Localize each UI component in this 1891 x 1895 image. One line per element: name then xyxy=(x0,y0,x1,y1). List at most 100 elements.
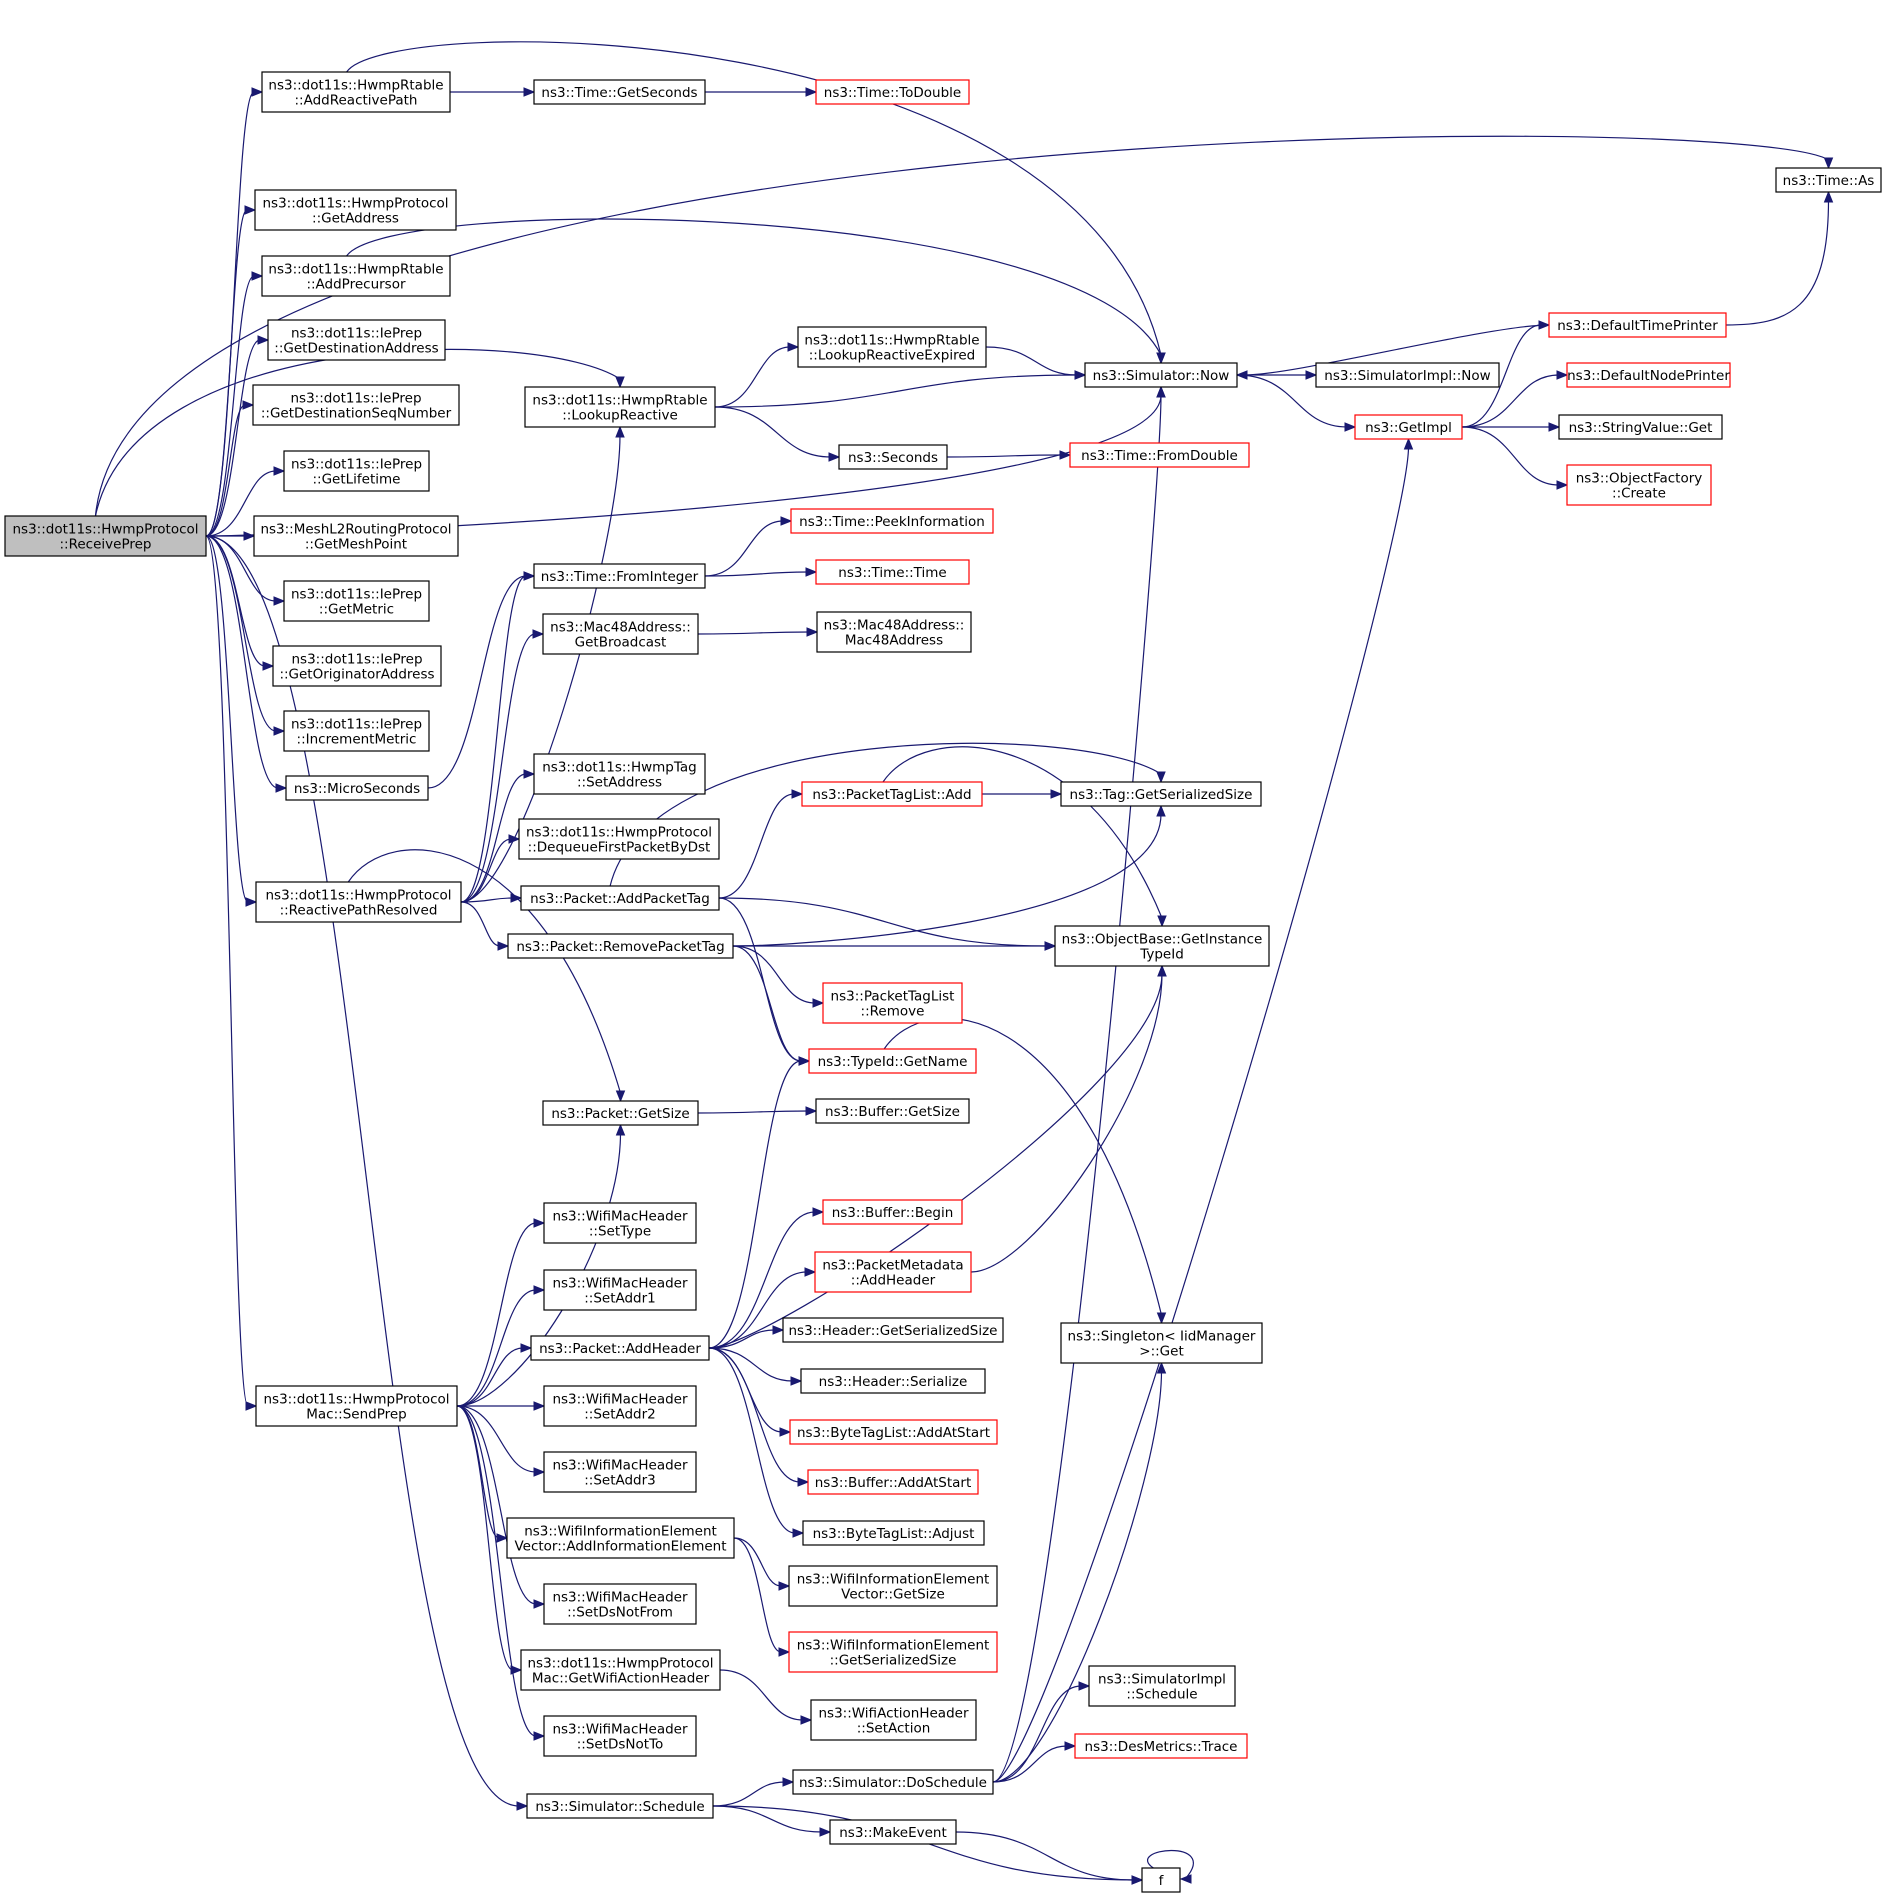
node-get-impl[interactable]: ns3::GetImpl xyxy=(1354,414,1463,440)
node-wifi-action-set-action[interactable]: ns3::WifiActionHeader::SetAction xyxy=(810,1699,977,1741)
node-label: ns3::Time::ToDouble xyxy=(824,85,961,101)
node-packet-get-size[interactable]: ns3::Packet::GetSize xyxy=(542,1100,699,1126)
node-time-time[interactable]: ns3::Time::Time xyxy=(815,559,970,585)
node-seconds[interactable]: ns3::Seconds xyxy=(838,444,948,470)
node-buffer-get-size[interactable]: ns3::Buffer::GetSize xyxy=(815,1098,970,1124)
node-time-from-double[interactable]: ns3::Time::FromDouble xyxy=(1069,442,1250,468)
node-box xyxy=(797,326,987,368)
node-label: ::Schedule xyxy=(1126,1687,1197,1703)
node-type-id-get-name[interactable]: ns3::TypeId::GetName xyxy=(808,1048,977,1074)
node-packet-tag-list-add[interactable]: ns3::PacketTagList::Add xyxy=(801,781,983,807)
node-sim-schedule[interactable]: ns3::Simulator::Schedule xyxy=(526,1793,714,1819)
node-hwmp-tag-set-address[interactable]: ns3::dot11s::HwmpTag::SetAddress xyxy=(533,753,706,795)
node-inc-metric[interactable]: ns3::dot11s::IePrep::IncrementMetric xyxy=(283,710,430,752)
node-box xyxy=(255,881,462,923)
node-box xyxy=(543,1269,697,1311)
node-label: ns3::dot11s::HwmpRtable xyxy=(804,333,979,349)
node-time-get-seconds[interactable]: ns3::Time::GetSeconds xyxy=(533,79,706,105)
node-box xyxy=(272,645,442,687)
node-sim-impl-now[interactable]: ns3::SimulatorImpl::Now xyxy=(1315,362,1500,388)
node-box xyxy=(533,79,706,105)
node-box xyxy=(800,1368,986,1394)
node-byte-tag-list-add-at-start[interactable]: ns3::ByteTagList::AddAtStart xyxy=(789,1419,998,1445)
node-time-as[interactable]: ns3::Time::As xyxy=(1775,167,1882,193)
node-header-serialize[interactable]: ns3::Header::Serialize xyxy=(800,1368,986,1394)
node-root[interactable]: ns3::dot11s::HwmpProtocol::ReceivePrep xyxy=(4,515,207,557)
node-packet-metadata-add-header[interactable]: ns3::PacketMetadata::AddHeader xyxy=(814,1251,972,1293)
node-des-metrics-trace[interactable]: ns3::DesMetrics::Trace xyxy=(1074,1733,1248,1759)
node-tag-get-serialized-size[interactable]: ns3::Tag::GetSerializedSize xyxy=(1060,781,1262,807)
node-add-reactive-path[interactable]: ns3::dot11s::HwmpRtable::AddReactivePath xyxy=(261,71,451,113)
node-wifi-set-addr1[interactable]: ns3::WifiMacHeader::SetAddr1 xyxy=(543,1269,697,1311)
node-get-dest-seq[interactable]: ns3::dot11s::IePrep::GetDestinationSeqNu… xyxy=(252,384,460,426)
node-time-from-integer[interactable]: ns3::Time::FromInteger xyxy=(533,563,706,589)
node-get-metric[interactable]: ns3::dot11s::IePrep::GetMetric xyxy=(283,580,430,622)
node-wie-get-serialized-size[interactable]: ns3::WifiInformationElement::GetSerializ… xyxy=(788,1631,998,1673)
node-mac48-get-broadcast[interactable]: ns3::Mac48Address::GetBroadcast xyxy=(542,613,699,655)
node-wie-add-ie[interactable]: ns3::WifiInformationElementVector::AddIn… xyxy=(506,1517,735,1559)
node-get-wifi-action-header[interactable]: ns3::dot11s::HwmpProtocolMac::GetWifiAct… xyxy=(520,1649,721,1691)
edge-get-impl-to-object-factory-create xyxy=(1461,426,1569,490)
node-get-address[interactable]: ns3::dot11s::HwmpProtocol::GetAddress xyxy=(254,189,457,231)
edge-sim-do-schedule-to-sim-impl-schedule xyxy=(992,1681,1091,1783)
node-label: ::Create xyxy=(1612,486,1666,502)
node-get-lifetime[interactable]: ns3::dot11s::IePrep::GetLifetime xyxy=(283,450,430,492)
node-sim-now[interactable]: ns3::Simulator::Now xyxy=(1084,362,1238,388)
node-f[interactable]: f xyxy=(1141,1867,1181,1893)
node-buffer-add-at-start[interactable]: ns3::Buffer::AddAtStart xyxy=(807,1469,979,1495)
node-label: ::SetDsNotFrom xyxy=(567,1605,673,1621)
node-box xyxy=(285,775,429,801)
node-box xyxy=(283,710,430,752)
node-byte-tag-list-adjust[interactable]: ns3::ByteTagList::Adjust xyxy=(802,1520,985,1546)
node-header-get-serialized-size[interactable]: ns3::Header::GetSerializedSize xyxy=(782,1317,1004,1343)
node-box xyxy=(814,1251,972,1293)
node-lookup-reactive-expired[interactable]: ns3::dot11s::HwmpRtable::LookupReactiveE… xyxy=(797,326,987,368)
node-wifi-set-type[interactable]: ns3::WifiMacHeader::SetType xyxy=(543,1202,697,1244)
node-get-dest-addr[interactable]: ns3::dot11s::IePrep::GetDestinationAddre… xyxy=(267,319,446,361)
edge-make-event-to-f xyxy=(955,1831,1144,1885)
node-default-time-printer[interactable]: ns3::DefaultTimePrinter xyxy=(1548,312,1727,338)
node-box xyxy=(829,1819,957,1845)
node-packet-add-packet-tag[interactable]: ns3::Packet::AddPacketTag xyxy=(520,885,720,911)
node-dequeue-first[interactable]: ns3::dot11s::HwmpProtocol::DequeueFirstP… xyxy=(518,818,720,860)
node-packet-tag-list-remove[interactable]: ns3::PacketTagList::Remove xyxy=(822,982,963,1024)
node-singleton-get[interactable]: ns3::Singleton< IidManager >::Get xyxy=(1060,1322,1263,1364)
node-time-to-double[interactable]: ns3::Time::ToDouble xyxy=(815,79,970,105)
node-label: ns3::MeshL2RoutingProtocol xyxy=(260,522,451,538)
node-packet-remove-packet-tag[interactable]: ns3::Packet::RemovePacketTag xyxy=(507,933,734,959)
node-wifi-set-ds-not-from[interactable]: ns3::WifiMacHeader::SetDsNotFrom xyxy=(543,1583,697,1625)
node-default-node-printer[interactable]: ns3::DefaultNodePrinter xyxy=(1566,362,1731,388)
node-packet-add-header[interactable]: ns3::Packet::AddHeader xyxy=(530,1335,710,1361)
edge-reactive-path-resolved-to-packet-add-packet-tag xyxy=(460,893,523,903)
node-label: GetBroadcast xyxy=(575,635,667,651)
node-get-orig-addr[interactable]: ns3::dot11s::IePrep::GetOriginatorAddres… xyxy=(272,645,442,687)
node-lookup-reactive[interactable]: ns3::dot11s::HwmpRtable::LookupReactive xyxy=(524,386,716,428)
edge-packet-remove-packet-tag-to-tag-get-serialized-size xyxy=(732,804,1166,947)
node-add-precursor[interactable]: ns3::dot11s::HwmpRtable::AddPrecursor xyxy=(261,255,451,297)
node-string-value-get[interactable]: ns3::StringValue::Get xyxy=(1558,414,1723,440)
node-label: ::IncrementMetric xyxy=(297,732,417,748)
node-buffer-begin[interactable]: ns3::Buffer::Begin xyxy=(822,1199,963,1225)
node-sim-impl-schedule[interactable]: ns3::SimulatorImpl::Schedule xyxy=(1088,1665,1236,1707)
node-micro-seconds[interactable]: ns3::MicroSeconds xyxy=(285,775,429,801)
node-wie-get-size[interactable]: ns3::WifiInformationElementVector::GetSi… xyxy=(788,1565,998,1607)
node-wifi-set-ds-not-to[interactable]: ns3::WifiMacHeader::SetDsNotTo xyxy=(543,1715,697,1757)
node-time-peek-info[interactable]: ns3::Time::PeekInformation xyxy=(790,508,994,534)
node-label: ::Remove xyxy=(861,1004,925,1020)
edge-reactive-path-resolved-to-time-from-integer xyxy=(460,571,536,903)
node-label: ::GetMeshPoint xyxy=(305,537,407,553)
node-reactive-path-resolved[interactable]: ns3::dot11s::HwmpProtocol::ReactivePathR… xyxy=(255,881,462,923)
node-get-mesh-point[interactable]: ns3::MeshL2RoutingProtocol::GetMeshPoint xyxy=(253,515,459,557)
node-mac48-ctor[interactable]: ns3::Mac48Address::Mac48Address xyxy=(816,611,972,653)
node-make-event[interactable]: ns3::MakeEvent xyxy=(829,1819,957,1845)
edge-root-to-micro-seconds xyxy=(205,535,288,793)
node-box xyxy=(789,1419,998,1445)
node-wifi-set-addr3[interactable]: ns3::WifiMacHeader::SetAddr3 xyxy=(543,1451,697,1493)
node-label: ns3::dot11s::IePrep xyxy=(291,717,422,733)
node-wifi-set-addr2[interactable]: ns3::WifiMacHeader::SetAddr2 xyxy=(543,1385,697,1427)
node-object-factory-create[interactable]: ns3::ObjectFactory::Create xyxy=(1566,464,1712,506)
node-label: ns3::Header::GetSerializedSize xyxy=(789,1323,998,1339)
node-sim-do-schedule[interactable]: ns3::Simulator::DoSchedule xyxy=(792,1769,994,1795)
